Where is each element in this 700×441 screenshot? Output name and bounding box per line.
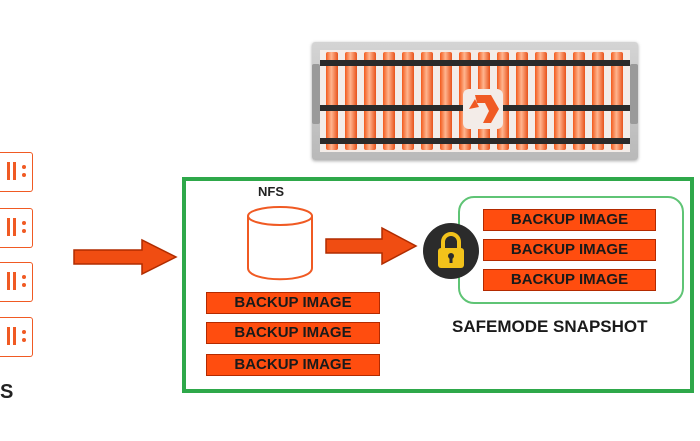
clients-label-fragment: S	[0, 381, 14, 403]
storage-array-fin	[554, 52, 566, 150]
server-icon	[0, 317, 33, 357]
storage-array-fin	[535, 52, 547, 150]
padlock-glyph	[438, 232, 464, 268]
storage-array-fin	[326, 52, 338, 150]
storage-array-fin	[345, 52, 357, 150]
padlock-icon	[423, 223, 479, 279]
safemode-backup-image: BACKUP IMAGE	[483, 269, 656, 291]
storage-array-fin	[364, 52, 376, 150]
safemode-backup-image: BACKUP IMAGE	[483, 239, 656, 261]
storage-array-handle-left	[312, 64, 320, 124]
storage-array-fin	[573, 52, 585, 150]
nfs-cylinder-icon	[247, 206, 313, 281]
backup-target-frame	[182, 177, 694, 393]
brand-logo-icon	[463, 89, 503, 129]
nfs-label: NFS	[258, 184, 284, 199]
server-icon	[0, 262, 33, 302]
storage-array-fin	[440, 52, 452, 150]
storage-array-handle-right	[630, 64, 638, 124]
storage-array-icon	[312, 42, 638, 160]
server-icon	[0, 152, 33, 192]
arrow-right-icon	[73, 238, 178, 276]
storage-array-bar	[320, 138, 630, 144]
nfs-backup-image: BACKUP IMAGE	[206, 354, 380, 376]
storage-array-bar	[320, 60, 630, 66]
arrow-right-icon	[325, 226, 418, 266]
storage-array-fin	[611, 52, 623, 150]
safemode-backup-image: BACKUP IMAGE	[483, 209, 656, 231]
storage-array-fin	[383, 52, 395, 150]
storage-array-face	[320, 50, 630, 152]
server-icon	[0, 208, 33, 248]
storage-array-fin	[402, 52, 414, 150]
storage-array-fin	[421, 52, 433, 150]
storage-array-fin	[592, 52, 604, 150]
nfs-backup-image: BACKUP IMAGE	[206, 292, 380, 314]
nfs-backup-image: BACKUP IMAGE	[206, 322, 380, 344]
safemode-snapshot-label: SAFEMODE SNAPSHOT	[452, 317, 648, 336]
storage-array-fin	[516, 52, 528, 150]
